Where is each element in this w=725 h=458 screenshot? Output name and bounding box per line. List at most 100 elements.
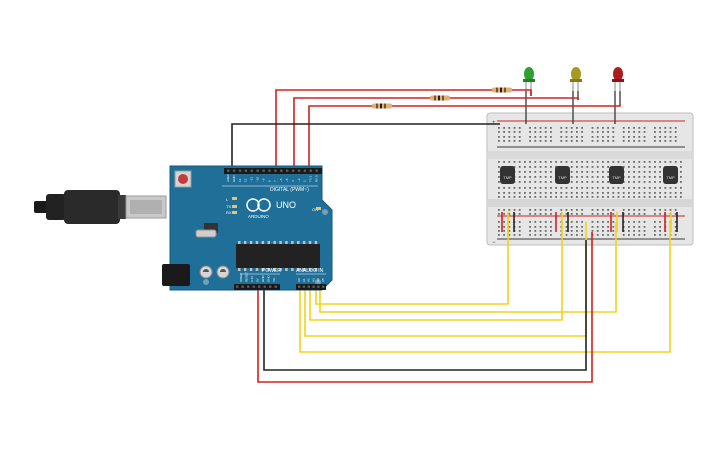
wire-analog-a4-b[interactable] [540, 222, 617, 313]
digital-pin-socket[interactable] [291, 169, 295, 172]
breadboard-hole[interactable] [503, 140, 505, 142]
breadboard-hole[interactable] [591, 176, 594, 178]
breadboard-hole[interactable] [596, 161, 599, 163]
breadboard-hole[interactable] [680, 181, 682, 183]
breadboard-hole[interactable] [643, 131, 646, 133]
digital-pin-socket[interactable] [286, 169, 289, 172]
breadboard-hole[interactable] [534, 209, 537, 211]
breadboard-hole[interactable] [534, 136, 537, 138]
breadboard-hole[interactable] [602, 127, 604, 129]
breadboard-hole[interactable] [659, 171, 661, 173]
breadboard-hole[interactable] [586, 192, 589, 194]
breadboard-hole[interactable] [550, 161, 552, 163]
breadboard-hole[interactable] [638, 171, 641, 173]
digital-pin-socket[interactable] [256, 169, 259, 172]
breadboard-hole[interactable] [565, 221, 568, 223]
breadboard-hole[interactable] [633, 131, 635, 133]
breadboard-hole[interactable] [565, 196, 568, 198]
breadboard-hole[interactable] [498, 192, 500, 194]
breadboard-hole[interactable] [664, 140, 667, 142]
breadboard-hole[interactable] [596, 196, 599, 198]
breadboard-hole[interactable] [518, 209, 521, 211]
breadboard-hole[interactable] [503, 187, 505, 189]
breadboard-hole[interactable] [570, 192, 573, 194]
breadboard-hole[interactable] [570, 176, 573, 178]
breadboard-hole[interactable] [581, 166, 583, 168]
breadboard-hole[interactable] [518, 187, 521, 189]
breadboard-hole[interactable] [659, 226, 661, 228]
breadboard-hole[interactable] [648, 176, 651, 178]
breadboard-hole[interactable] [534, 171, 537, 173]
breadboard-hole[interactable] [607, 230, 609, 232]
breadboard-hole[interactable] [498, 187, 500, 189]
breadboard-hole[interactable] [534, 234, 537, 236]
breadboard-hole[interactable] [508, 230, 511, 232]
breadboard-hole[interactable] [602, 221, 604, 223]
breadboard-hole[interactable] [638, 192, 641, 194]
breadboard-hole[interactable] [550, 131, 552, 133]
breadboard-hole[interactable] [586, 166, 589, 168]
breadboard-hole[interactable] [659, 176, 661, 178]
breadboard-hole[interactable] [602, 136, 604, 138]
breadboard-hole[interactable] [648, 181, 651, 183]
breadboard-hole[interactable] [539, 213, 542, 215]
breadboard-hole[interactable] [570, 196, 573, 198]
breadboard-hole[interactable] [498, 196, 500, 198]
analog-pin-socket[interactable] [312, 285, 315, 288]
breadboard-hole[interactable] [518, 196, 521, 198]
breadboard-hole[interactable] [602, 181, 604, 183]
breadboard-hole[interactable] [498, 166, 500, 168]
breadboard-hole[interactable] [602, 171, 604, 173]
breadboard-hole[interactable] [643, 196, 646, 198]
breadboard-hole[interactable] [607, 196, 609, 198]
power-pin-socket[interactable] [263, 285, 266, 288]
breadboard-hole[interactable] [659, 192, 661, 194]
breadboard-hole[interactable] [513, 196, 516, 198]
dc-power-jack[interactable] [162, 264, 190, 286]
breadboard-hole[interactable] [544, 196, 547, 198]
breadboard-hole[interactable] [674, 196, 677, 198]
breadboard-hole[interactable] [524, 181, 526, 183]
breadboard-hole[interactable] [628, 226, 630, 228]
breadboard-hole[interactable] [518, 166, 521, 168]
breadboard-hole[interactable] [628, 131, 630, 133]
digital-pin-socket[interactable] [238, 169, 242, 172]
breadboard-hole[interactable] [529, 230, 531, 232]
breadboard-hole[interactable] [648, 166, 651, 168]
breadboard-hole[interactable] [654, 221, 656, 223]
wire-5v[interactable] [257, 232, 593, 383]
breadboard-hole[interactable] [622, 187, 625, 189]
breadboard-hole[interactable] [638, 181, 641, 183]
breadboard-hole[interactable] [669, 131, 672, 133]
breadboard-hole[interactable] [680, 192, 682, 194]
breadboard-hole[interactable] [508, 226, 511, 228]
breadboard-hole[interactable] [581, 136, 583, 138]
breadboard-hole[interactable] [539, 166, 542, 168]
breadboard-hole[interactable] [508, 136, 511, 138]
breadboard-hole[interactable] [550, 230, 552, 232]
breadboard-hole[interactable] [643, 140, 646, 142]
breadboard-hole[interactable] [638, 221, 641, 223]
breadboard-hole[interactable] [607, 161, 609, 163]
resistor[interactable] [492, 87, 512, 93]
breadboard-hole[interactable] [544, 192, 547, 194]
breadboard-hole[interactable] [534, 166, 537, 168]
breadboard-hole[interactable] [659, 234, 661, 236]
breadboard-hole[interactable] [591, 213, 594, 215]
wire-d-red-2[interactable] [293, 97, 430, 168]
breadboard-hole[interactable] [680, 171, 682, 173]
breadboard-hole[interactable] [581, 213, 583, 215]
breadboard-hole[interactable] [576, 230, 578, 232]
breadboard-hole[interactable] [602, 166, 604, 168]
breadboard-hole[interactable] [596, 226, 599, 228]
usb-cable[interactable] [34, 190, 167, 224]
breadboard-hole[interactable] [550, 213, 552, 215]
breadboard-hole[interactable] [617, 161, 620, 163]
breadboard-hole[interactable] [607, 234, 609, 236]
breadboard-hole[interactable] [550, 192, 552, 194]
breadboard-hole[interactable] [555, 192, 557, 194]
breadboard-hole[interactable] [518, 140, 521, 142]
breadboard-hole[interactable] [602, 234, 604, 236]
digital-pin-socket[interactable] [303, 169, 307, 172]
breadboard-hole[interactable] [628, 196, 630, 198]
